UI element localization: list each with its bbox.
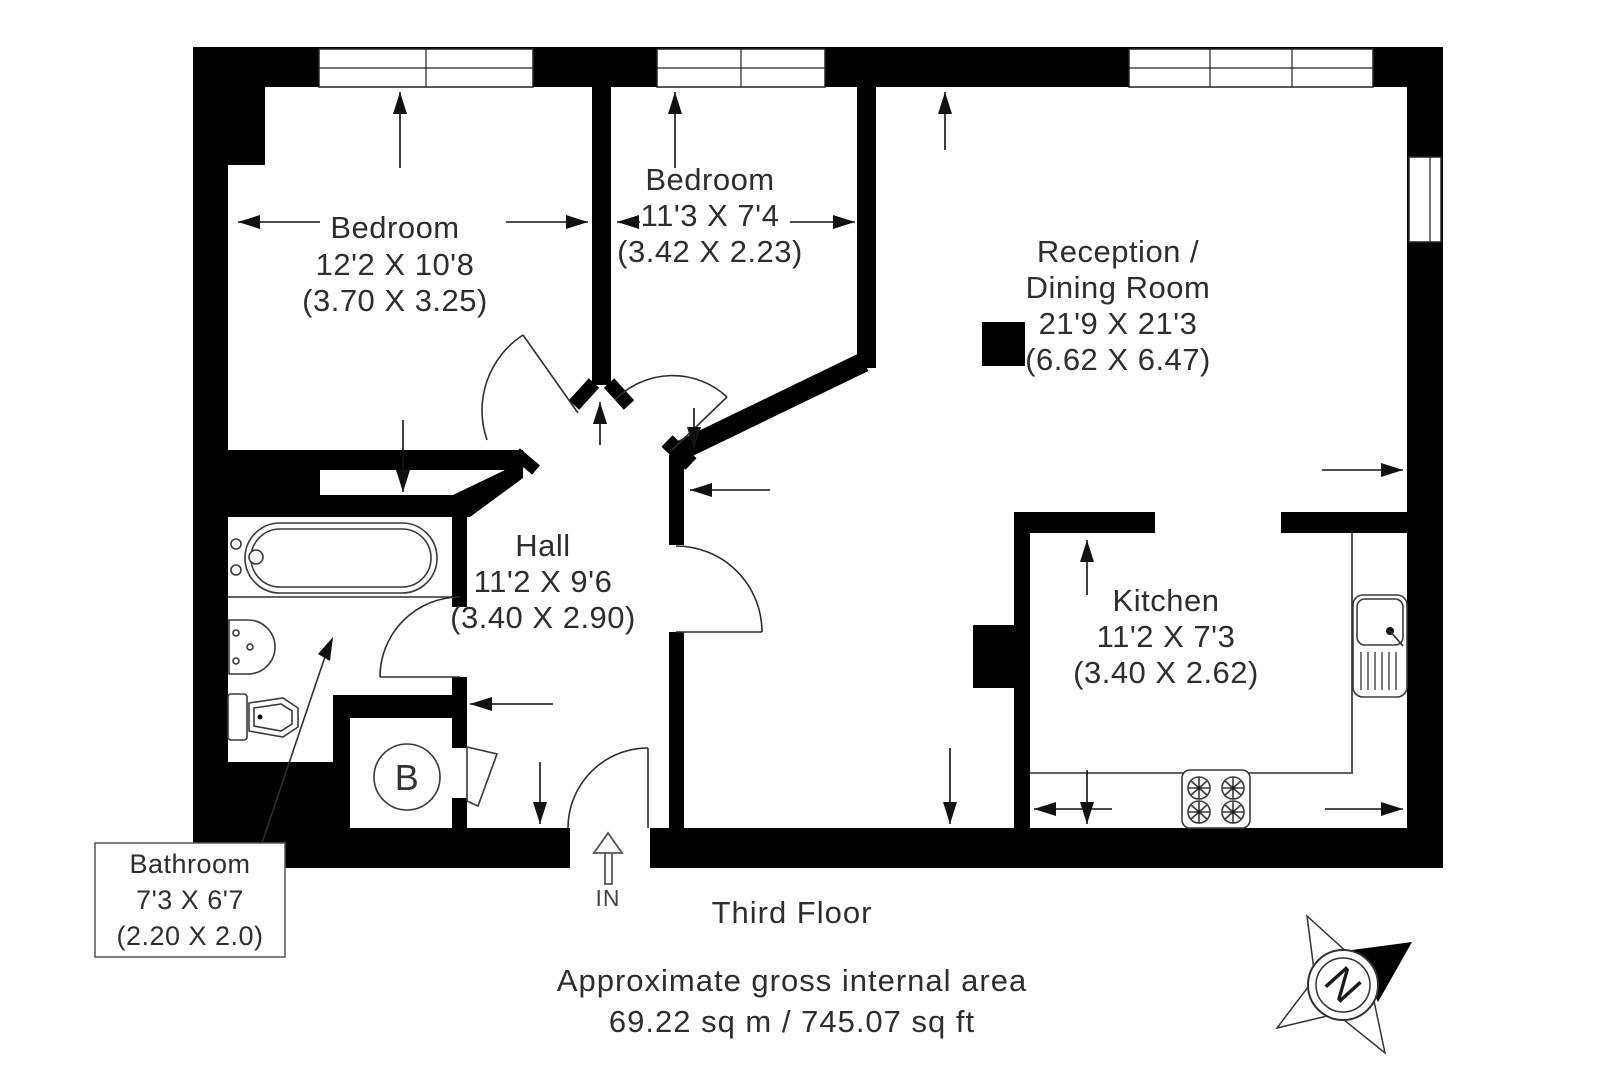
- floor-title: Third Floor: [712, 895, 873, 930]
- bathroom-callout: Bathroom 7'3 X 6'7 (2.20 X 2.0): [94, 637, 333, 958]
- window-bedroom2: [656, 48, 826, 88]
- room-labels: Bedroom 12'2 X 10'8 (3.70 X 3.25) Bedroo…: [302, 162, 1259, 690]
- bathroom-imperial: 7'3 X 6'7: [136, 885, 244, 915]
- reception-name-2: Dining Room: [1026, 270, 1211, 305]
- bathroom-metric: (2.20 X 2.0): [116, 921, 263, 951]
- bedroom2-door: [614, 374, 728, 451]
- bedroom1-name: Bedroom: [330, 210, 459, 245]
- kitchen-metric: (3.40 X 2.62): [1073, 655, 1259, 690]
- toilet: [227, 693, 299, 741]
- boiler: B: [373, 743, 441, 811]
- compass-rose: N: [1275, 914, 1412, 1055]
- reception-imperial: 21'9 X 21'3: [1039, 306, 1198, 341]
- leader-arrow-icon: [318, 637, 333, 661]
- bedroom1-metric: (3.70 X 3.25): [302, 283, 488, 318]
- room-bedroom2: Bedroom 11'3 X 7'4 (3.42 X 2.23): [617, 162, 803, 269]
- hall-reception-door: [675, 545, 763, 633]
- bedroom2-name: Bedroom: [645, 162, 774, 197]
- footer-text: Third Floor Approximate gross internal a…: [557, 895, 1027, 1039]
- room-hall: Hall 11'2 X 9'6 (3.40 X 2.90): [450, 528, 636, 635]
- bathroom-name: Bathroom: [129, 849, 250, 879]
- window-bedroom1: [318, 48, 534, 88]
- reception-metric: (6.62 X 6.47): [1025, 342, 1211, 377]
- window-reception-right: [1408, 156, 1442, 243]
- window-reception-top: [1128, 48, 1374, 88]
- doors: [379, 334, 763, 829]
- entrance-label: IN: [596, 885, 621, 911]
- hob: [1181, 769, 1251, 829]
- walls: [193, 47, 1443, 868]
- bathroom-door: [379, 596, 461, 678]
- bedroom2-imperial: 11'3 X 7'4: [641, 198, 780, 233]
- hall-name: Hall: [515, 528, 570, 563]
- hall-metric: (3.40 X 2.90): [450, 600, 636, 635]
- wash-basin: [228, 619, 276, 675]
- bathroom-fixtures: B: [227, 522, 452, 811]
- bathtub: [228, 522, 452, 598]
- entrance-arrow-icon: [592, 831, 624, 885]
- reception-name-1: Reception /: [1037, 234, 1199, 269]
- bedroom2-metric: (3.42 X 2.23): [617, 234, 803, 269]
- area-note-line2: 69.22 sq m / 745.07 sq ft: [609, 1004, 975, 1039]
- dimension-arrows: [238, 92, 1403, 824]
- room-bedroom1: Bedroom 12'2 X 10'8 (3.70 X 3.25): [302, 210, 488, 318]
- boiler-label: B: [395, 757, 420, 798]
- kitchen-sink: [1352, 594, 1408, 698]
- kitchen-imperial: 11'2 X 7'3: [1097, 619, 1236, 654]
- hall-imperial: 11'2 X 9'6: [474, 564, 613, 599]
- entrance-marker: IN: [592, 831, 624, 911]
- windows: [318, 48, 1442, 243]
- kitchen-name: Kitchen: [1113, 583, 1220, 618]
- entrance-door: [567, 747, 649, 829]
- area-note-line1: Approximate gross internal area: [557, 963, 1027, 998]
- kitchen-fixtures: [1030, 533, 1408, 829]
- closet-door: [466, 745, 499, 808]
- room-kitchen: Kitchen 11'2 X 7'3 (3.40 X 2.62): [1073, 583, 1259, 690]
- compass-north-pointer-icon: [1352, 942, 1412, 1002]
- room-reception: Reception / Dining Room 21'9 X 21'3 (6.6…: [1025, 234, 1211, 377]
- bedroom1-door: [481, 334, 579, 441]
- bedroom1-imperial: 12'2 X 10'8: [316, 247, 475, 282]
